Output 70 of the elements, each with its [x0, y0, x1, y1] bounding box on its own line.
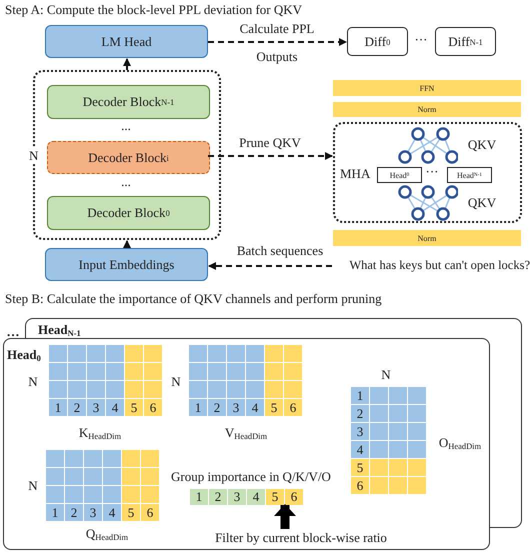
importance-cell: 5: [266, 489, 284, 505]
matrix-name: O$_{HeadDim}$: [438, 435, 482, 451]
question-text: What has keys but can't open locks?: [328, 257, 530, 274]
matrix-cell: 6: [351, 477, 369, 494]
matrix-cell: 2: [65, 504, 83, 521]
bar-heading: Group importance in Q/K/V/O: [171, 469, 331, 485]
dimension-label: N: [381, 367, 391, 383]
matrix-cell: 1: [49, 399, 67, 416]
caption-text: Filter by current block-wise ratio: [206, 530, 396, 546]
dashed-arrow: [208, 262, 332, 270]
matrix-cell: 1: [189, 399, 207, 416]
matrix-cell: 2: [351, 405, 369, 422]
matrix-cell: 3: [227, 399, 245, 416]
ellipsis: ···: [414, 32, 428, 48]
matrix-cell: 4: [351, 441, 369, 458]
card-title: Head$_{N-1}$: [38, 322, 81, 338]
matrix-cell: 4: [106, 399, 124, 416]
importance-cell: 2: [209, 489, 227, 505]
layer-bar: Norm: [333, 102, 521, 117]
importance-cell: 3: [228, 489, 246, 505]
block-arrow: [274, 504, 296, 529]
layer-bar: Norm: [333, 230, 521, 246]
dimension-label: N: [171, 374, 181, 390]
importance-cell: 6: [285, 489, 303, 505]
dashed-arrow: [208, 152, 333, 160]
matrix-cell: 4: [103, 504, 121, 521]
dimension-label: N: [28, 478, 38, 494]
side-label: QKV: [468, 195, 496, 211]
ellipsis: …: [6, 324, 20, 340]
text-label: Outputs: [256, 49, 298, 65]
arrow: [123, 58, 131, 70]
matrix-cell: 2: [208, 399, 226, 416]
importance-cell: 4: [247, 489, 265, 505]
edge-label: Prune QKV: [239, 135, 301, 151]
section-heading: Step B: Calculate the importance of QKV channels and perform pruning: [5, 291, 382, 307]
matrix-cell: 6: [141, 504, 159, 521]
matrix-cell: 5: [122, 504, 140, 521]
matrix-cell: 2: [68, 399, 86, 416]
ellipsis: ...: [121, 174, 131, 190]
matrix-cell: 5: [125, 399, 143, 416]
layer-bar: FFN: [333, 80, 521, 96]
matrix-cell: 3: [351, 423, 369, 440]
process-box: LM Head: [45, 25, 208, 58]
matrix-cell: 1: [351, 387, 369, 404]
matrix-cell: 6: [284, 399, 302, 416]
matrix-cell: 6: [144, 399, 162, 416]
matrix-name: V$_{HeadDim}$: [224, 425, 268, 441]
edge-label: Batch sequences: [236, 243, 324, 259]
attention-box: [333, 122, 522, 223]
ellipsis: ...: [121, 118, 131, 134]
dashed-arrow: [208, 38, 347, 46]
matrix-cell: 1: [46, 504, 64, 521]
arrow: [123, 240, 131, 248]
card-title: Head$_{0}$: [7, 347, 41, 363]
group-label: N: [27, 148, 40, 164]
matrix-name: K$_{HeadDim}$: [78, 425, 122, 441]
matrix-cell: 5: [265, 399, 283, 416]
importance-cell: 1: [190, 489, 208, 505]
section-heading: Step A: Compute the block-level PPL deviation for QKV: [5, 2, 302, 18]
process-box: Input Embeddings: [45, 248, 208, 281]
matrix-cell: 5: [351, 459, 369, 476]
matrix-cell: 4: [246, 399, 264, 416]
ellipsis: ···: [426, 164, 438, 180]
side-label: QKV: [468, 137, 496, 153]
matrix-cell: 3: [87, 399, 105, 416]
dimension-label: N: [28, 374, 38, 390]
matrix-name: Q$_{HeadDim}$: [86, 526, 128, 542]
group-label: MHA: [340, 166, 370, 182]
matrix-cell: 3: [84, 504, 102, 521]
head-card: [25, 318, 522, 339]
